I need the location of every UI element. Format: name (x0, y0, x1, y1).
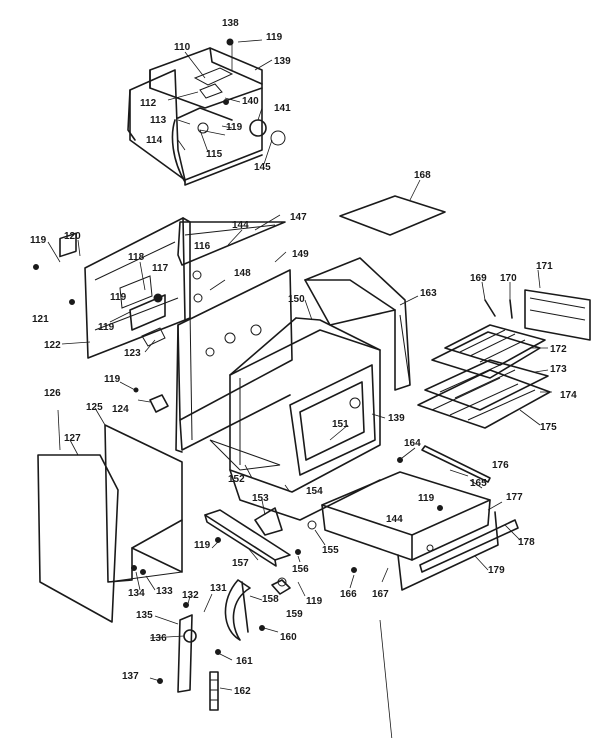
part-label: 179 (488, 565, 505, 576)
part-label: 156 (292, 564, 309, 575)
part-label: 119 (226, 122, 243, 133)
part-label: 119 (306, 596, 323, 607)
part-label: 122 (44, 340, 61, 351)
part-label: 120 (64, 231, 81, 242)
part-label: 137 (122, 671, 139, 682)
part-label: 159 (286, 609, 303, 620)
part-label: 139 (388, 413, 405, 424)
part-label: 167 (372, 589, 389, 600)
part-label: 147 (290, 212, 307, 223)
part-label: 171 (536, 261, 553, 272)
part-label: 173 (550, 364, 567, 375)
part-label: 110 (174, 42, 191, 53)
part-label: 162 (234, 686, 251, 697)
part-label: 119 (418, 493, 435, 504)
part-label: 127 (64, 433, 81, 444)
part-label: 174 (560, 390, 577, 401)
front-frame (175, 214, 293, 453)
part-label: 124 (112, 404, 129, 415)
small-parts (119, 381, 169, 413)
part-label: 134 (128, 588, 145, 599)
part-label: 168 (414, 170, 431, 181)
part-label: 158 (262, 594, 279, 605)
part-label: 153 (252, 493, 269, 504)
backguard-assembly (127, 38, 286, 186)
part-label: 126 (44, 388, 61, 399)
oven-racks (417, 269, 591, 429)
part-label: 118 (128, 252, 145, 263)
part-label: 152 (228, 474, 245, 485)
part-label: 164 (404, 438, 421, 449)
part-label: 132 (182, 590, 199, 601)
part-label: 116 (194, 241, 211, 252)
part-label: 117 (152, 263, 169, 274)
part-label: 115 (206, 149, 223, 160)
part-label: 119 (98, 322, 115, 333)
hinge-parts (131, 565, 393, 738)
part-label: 113 (150, 115, 167, 126)
part-label: 123 (124, 348, 141, 359)
part-label: 165 (470, 478, 487, 489)
part-label: 161 (236, 656, 253, 667)
part-label: 112 (140, 98, 157, 109)
part-label: 119 (104, 374, 121, 385)
part-label: 125 (86, 402, 103, 413)
control-panel (33, 217, 191, 359)
part-label: 145 (254, 162, 271, 173)
part-label: 131 (210, 583, 227, 594)
part-label: 166 (340, 589, 357, 600)
cabinet-wrapper (304, 257, 419, 391)
part-label: 119 (110, 292, 127, 303)
part-label: 170 (500, 273, 517, 284)
part-label: 121 (32, 314, 49, 325)
storage-drawer (321, 445, 521, 591)
part-label: 150 (288, 294, 305, 305)
part-labels: 138 119 110 139 112 140 141 113 119 114 … (30, 18, 577, 697)
part-label: 151 (332, 419, 349, 430)
part-label: 148 (234, 268, 251, 279)
part-label: 136 (150, 633, 167, 644)
part-label: 157 (232, 558, 249, 569)
part-label: 172 (550, 344, 567, 355)
part-label: 178 (518, 537, 535, 548)
part-label: 176 (492, 460, 509, 471)
part-label: 144 (386, 514, 403, 525)
part-label: 163 (420, 288, 437, 299)
part-label: 155 (322, 545, 339, 556)
part-label: 154 (306, 486, 323, 497)
part-label: 119 (194, 540, 211, 551)
part-label: 139 (274, 56, 291, 67)
part-label: 114 (146, 135, 163, 146)
side-panel (37, 409, 119, 623)
rear-panel (94, 407, 183, 583)
part-label: 119 (266, 32, 283, 43)
part-label: 133 (156, 586, 173, 597)
part-label: 144 (232, 220, 249, 231)
part-label: 169 (470, 273, 487, 284)
part-label: 160 (280, 632, 297, 643)
part-label: 149 (292, 249, 309, 260)
part-label: 138 (222, 18, 239, 29)
top-plate (339, 179, 446, 236)
part-label: 119 (30, 235, 47, 246)
oven-liner (209, 299, 386, 521)
part-label: 177 (506, 492, 523, 503)
part-label: 141 (274, 103, 291, 114)
part-label: 135 (136, 610, 153, 621)
part-label: 140 (242, 96, 259, 107)
part-label: 175 (540, 422, 557, 433)
kick-panel (204, 499, 326, 597)
